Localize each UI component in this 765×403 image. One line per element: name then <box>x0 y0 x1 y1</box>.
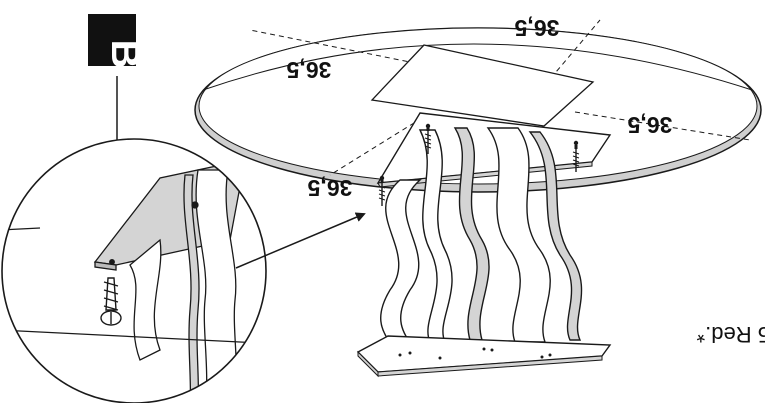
mounting-plate <box>370 44 595 127</box>
step-letter: B <box>103 40 147 69</box>
dimension-label-right: 36,5 <box>627 112 672 138</box>
base-plate <box>356 335 612 378</box>
step-label: B <box>88 14 147 68</box>
part-reference-label: 5 Red.* <box>696 322 765 347</box>
dimension-label-top: 36,5 <box>514 15 559 41</box>
dimension-lines <box>249 19 751 176</box>
zoom-detail <box>1 138 267 403</box>
screw-icon <box>100 277 122 326</box>
arrow-icon <box>235 212 366 269</box>
dimension-labels: 36,5 36,5 36,5 36,5 <box>286 15 672 201</box>
pedestal-panels <box>380 127 583 346</box>
dimension-label-bottom: 36,5 <box>307 175 352 201</box>
dimension-label-left: 36,5 <box>286 57 331 83</box>
